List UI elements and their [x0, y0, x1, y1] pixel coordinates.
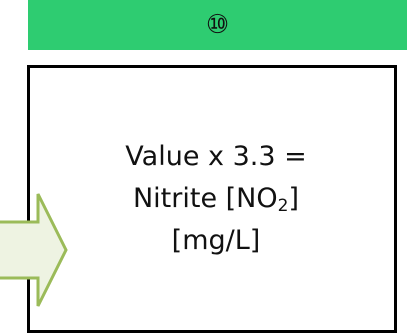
step-number: ⑩ — [205, 10, 230, 40]
formula-line-3: [mg/L] — [171, 225, 261, 256]
formula-line-2-suffix: ] — [288, 183, 300, 214]
formula-subscript: 2 — [277, 196, 289, 216]
step-header: ⑩ — [28, 0, 407, 50]
formula-line-2: Nitrite [NO2] — [125, 178, 306, 220]
formula-line-1: Value x 3.3 = — [125, 141, 307, 172]
formula-line-2-prefix: Nitrite [NO — [132, 183, 278, 214]
right-arrow-icon — [0, 193, 68, 307]
arrow-shape — [0, 193, 68, 307]
formula-box: Value x 3.3 = Nitrite [NO2] [mg/L] — [27, 65, 397, 333]
formula-text: Value x 3.3 = Nitrite [NO2] [mg/L] — [125, 136, 306, 262]
